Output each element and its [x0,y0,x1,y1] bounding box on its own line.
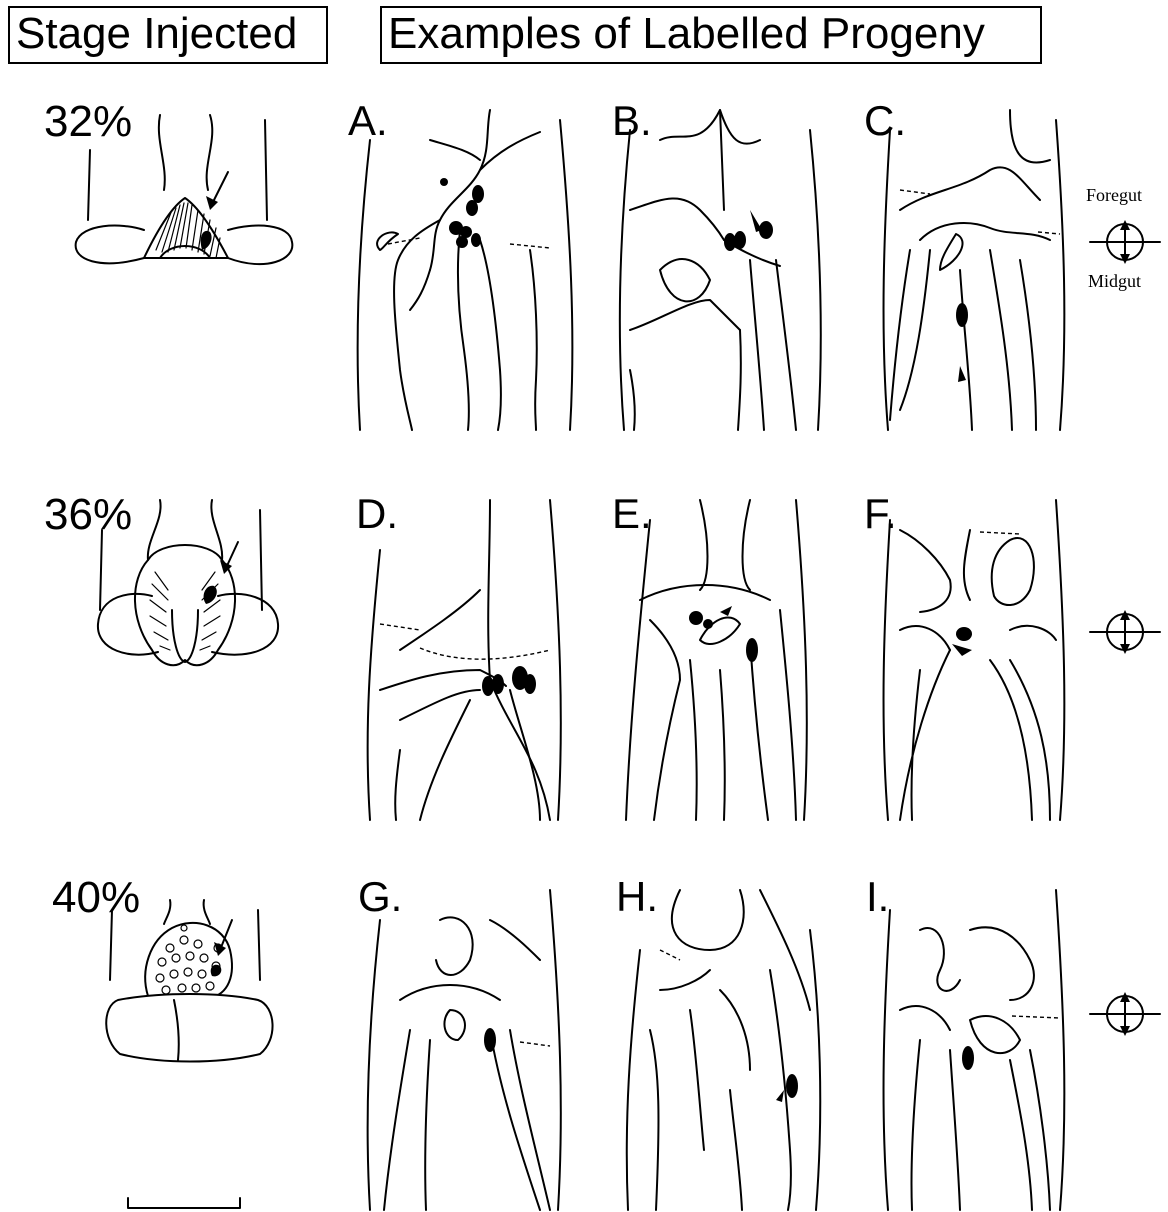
orientation-compass-icon [1090,214,1160,270]
panel-c-drawing [860,110,1080,430]
arrow-icon [206,172,228,210]
panel-a-drawing [340,110,590,430]
embryo-36-drawing [60,500,310,700]
foregut-label: Foregut [1086,186,1142,204]
stage-injected-header: Stage Injected [8,6,328,64]
embryo-32-drawing [60,110,310,310]
panel-f-drawing [860,500,1080,820]
panel-d-drawing [340,500,590,820]
panel-e-drawing [600,500,830,820]
embryo-40-drawing [100,900,280,1100]
scale-bar [124,1196,244,1212]
panel-i-drawing [860,890,1080,1210]
panel-g-drawing [340,890,590,1210]
examples-header: Examples of Labelled Progeny [380,6,1042,64]
panel-h-drawing [600,890,830,1210]
orientation-compass-icon [1090,986,1160,1042]
midgut-label: Midgut [1088,272,1141,290]
panel-b-drawing [600,110,830,430]
orientation-compass-icon [1090,604,1160,660]
